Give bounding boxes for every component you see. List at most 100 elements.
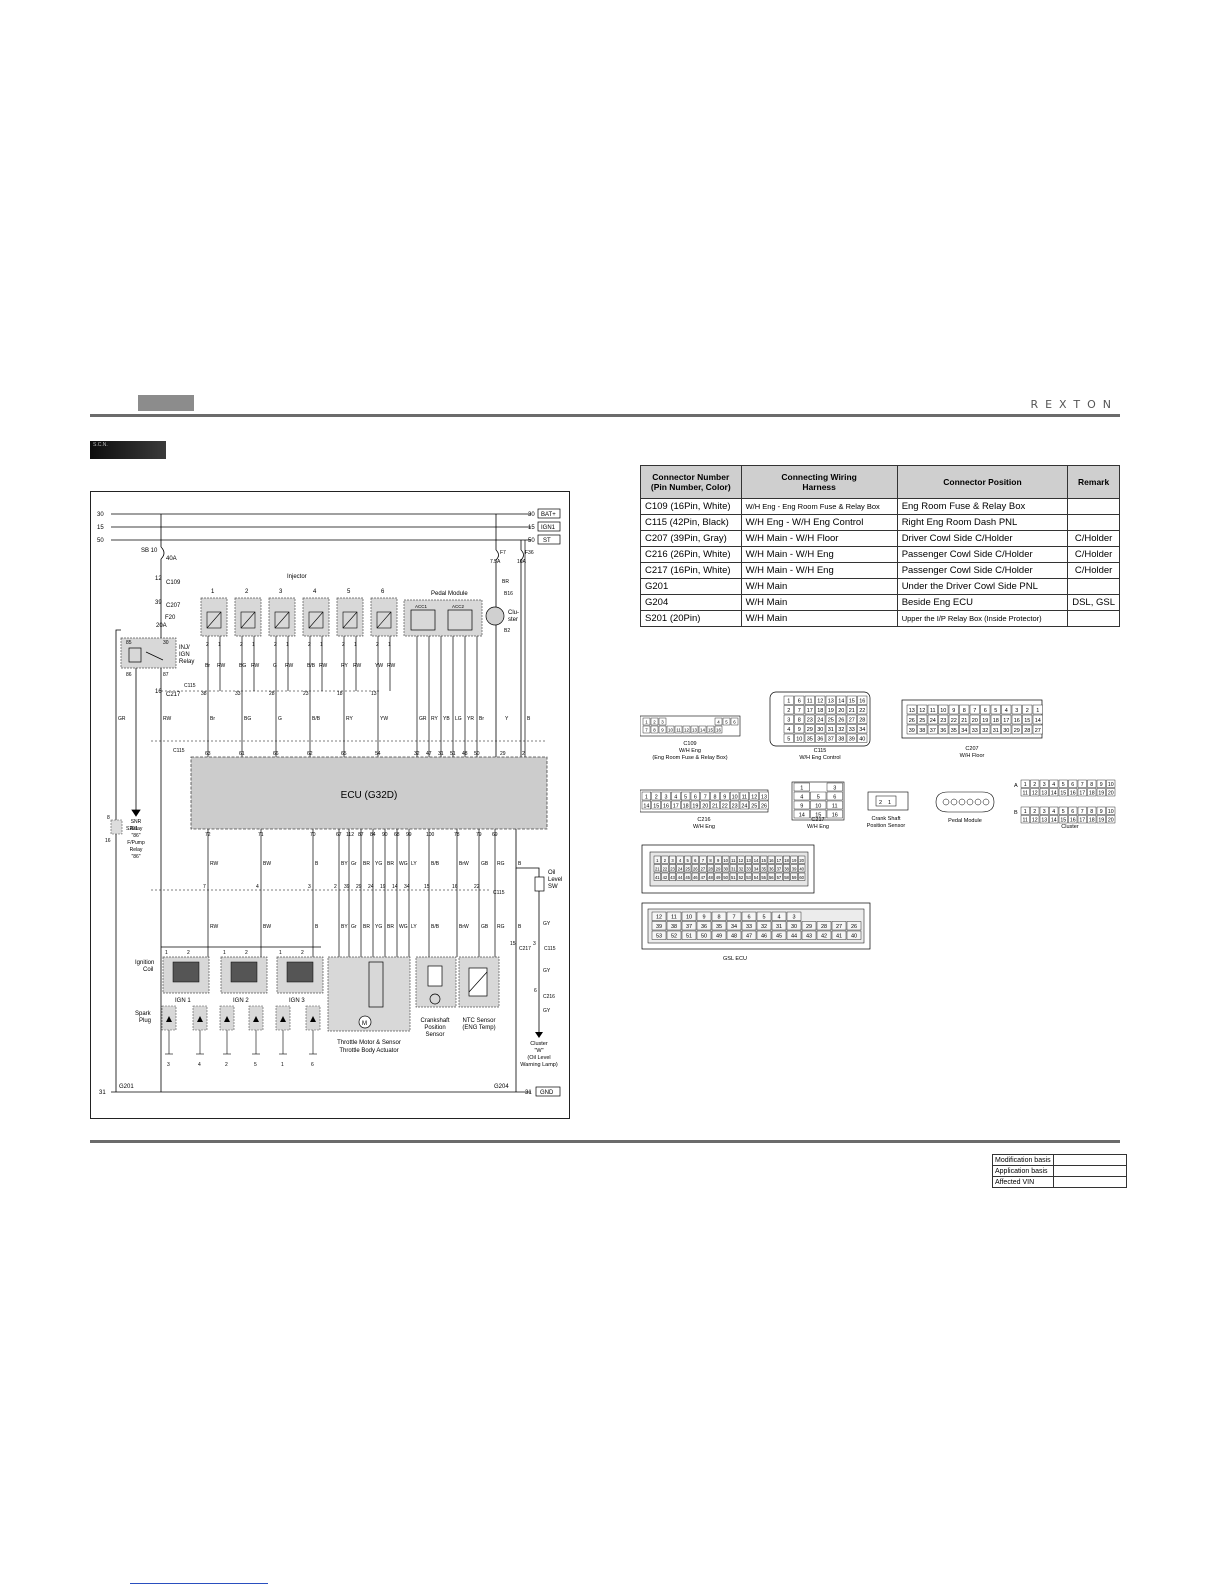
c217-label: C217 bbox=[166, 692, 181, 698]
pin-cell bbox=[1039, 806, 1049, 815]
pin-number: 32 bbox=[982, 728, 988, 734]
wire-color: RW bbox=[319, 663, 328, 669]
svg-text:C216: C216 bbox=[697, 817, 710, 823]
pin-cell bbox=[798, 855, 806, 864]
pin-number: 20 bbox=[1108, 790, 1114, 796]
spark-plug-number: 5 bbox=[254, 1062, 257, 1068]
wire-color: RW bbox=[251, 663, 260, 669]
c217-pin: 16 bbox=[155, 689, 162, 695]
pin-number: 8 bbox=[963, 708, 966, 714]
injector-number: 5 bbox=[347, 589, 351, 595]
pin-cell bbox=[1096, 779, 1106, 788]
pin-cell bbox=[661, 855, 669, 864]
pin-cell bbox=[666, 725, 675, 734]
pin-number: 7 bbox=[798, 708, 801, 714]
pin-cell bbox=[737, 855, 745, 864]
wire-color: RW bbox=[387, 663, 396, 669]
pin-number: 13 bbox=[761, 794, 767, 800]
wire-color: RW bbox=[210, 861, 219, 867]
svg-text:Pedal Module: Pedal Module bbox=[948, 818, 982, 824]
pin-cell bbox=[669, 855, 677, 864]
pin-number: 5 bbox=[684, 794, 687, 800]
pin-number: 15 bbox=[1060, 817, 1066, 823]
pin-cell bbox=[767, 872, 775, 881]
pin-number: 5 bbox=[762, 915, 765, 921]
injector-pin: 1 bbox=[388, 642, 391, 648]
coil-core bbox=[230, 961, 258, 983]
pin-number: 5 bbox=[817, 794, 820, 800]
gnd-num: 31 bbox=[99, 1090, 106, 1096]
pin-number: 1 bbox=[645, 794, 648, 800]
pin-number: 57 bbox=[777, 875, 782, 880]
pin-number: 32 bbox=[761, 924, 767, 930]
pin-number: 5 bbox=[687, 858, 690, 863]
pin-cell bbox=[798, 864, 806, 873]
pin-number: 16 bbox=[832, 812, 838, 818]
pin-number: 16 bbox=[1014, 718, 1020, 724]
pin-number: 15 bbox=[815, 812, 821, 818]
pin-cell bbox=[1096, 815, 1106, 824]
svg-text:1: 1 bbox=[888, 800, 891, 806]
c115-pin: 13 bbox=[371, 691, 377, 697]
oil-label-1: Oil bbox=[548, 870, 555, 876]
pin-number: 4 bbox=[800, 794, 803, 800]
pin-number: 10 bbox=[1108, 782, 1114, 788]
c207-label: C207 bbox=[166, 603, 181, 609]
c115-bottom-pin: 39 bbox=[344, 884, 350, 890]
pin-cell bbox=[938, 714, 949, 725]
pin-cell bbox=[815, 733, 826, 743]
pin-cell bbox=[846, 921, 862, 931]
spark-plug-arrow bbox=[197, 1016, 203, 1022]
ecu-top-pin: 61 bbox=[239, 751, 245, 757]
relay-pin-30: 30 bbox=[163, 640, 169, 646]
pin-cell bbox=[846, 695, 857, 705]
injector-pin: 1 bbox=[252, 642, 255, 648]
pin-cell bbox=[783, 724, 794, 734]
pin-cell bbox=[710, 791, 720, 801]
pin-cell bbox=[698, 725, 707, 734]
pin-cell bbox=[790, 855, 798, 864]
pin-cell bbox=[906, 704, 917, 715]
pin-cell bbox=[767, 864, 775, 873]
section-tab bbox=[138, 395, 194, 411]
pin-cell bbox=[722, 872, 730, 881]
pin-number: 12 bbox=[919, 708, 925, 714]
spark-plug-number: 4 bbox=[198, 1062, 201, 1068]
pin-cell bbox=[794, 695, 805, 705]
pin-cell bbox=[846, 930, 862, 940]
pin-number: 9 bbox=[798, 727, 801, 733]
pin-number: 10 bbox=[815, 803, 821, 809]
pin-cell bbox=[783, 714, 794, 724]
coil-core bbox=[286, 961, 314, 983]
wire-color: G bbox=[273, 663, 277, 669]
pin-number: 10 bbox=[668, 728, 673, 733]
power-rails bbox=[111, 513, 531, 1093]
ecu-top-pin: 62 bbox=[307, 751, 313, 757]
pin-cell bbox=[739, 800, 750, 810]
wire-color: GB bbox=[481, 924, 489, 930]
pin-number: 34 bbox=[754, 866, 759, 871]
ecu-wires: 636166626554324731514850292RWBrBGGB/BRYY… bbox=[118, 540, 531, 957]
pin-cell bbox=[794, 724, 805, 734]
pin-number: 24 bbox=[678, 866, 683, 871]
pin-number: 51 bbox=[731, 875, 736, 880]
wire-color: WG bbox=[399, 924, 408, 930]
wire-color: BR bbox=[387, 861, 394, 867]
pinout-pedal-module: Pedal Module bbox=[935, 791, 995, 824]
wire-color: BR bbox=[363, 924, 370, 930]
pin-number: 7 bbox=[732, 915, 735, 921]
pin-number: 1 bbox=[800, 785, 803, 791]
oil-wire-gy-2: GY bbox=[543, 968, 551, 974]
injector-pin: 1 bbox=[286, 642, 289, 648]
pin-cell bbox=[980, 724, 991, 735]
pin-cell bbox=[1020, 815, 1030, 824]
wire-color: YR bbox=[467, 716, 474, 722]
ecu-top-pin: 66 bbox=[273, 751, 279, 757]
wire-color: B/B bbox=[307, 663, 316, 669]
pin-cell bbox=[651, 800, 661, 810]
pin-number: 39 bbox=[792, 866, 797, 871]
